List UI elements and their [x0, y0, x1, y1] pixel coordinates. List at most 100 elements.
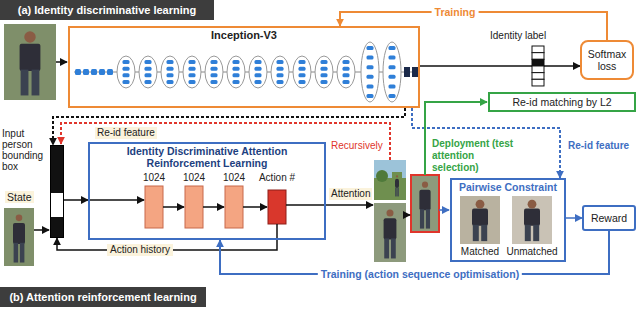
- node-text: Inception-V3: [211, 29, 277, 42]
- conv-unit: [233, 60, 240, 64]
- person-leg: [481, 225, 487, 241]
- conv-unit: [389, 65, 396, 69]
- conv-unit: [211, 73, 218, 77]
- person-torso: [524, 208, 540, 225]
- person-torso: [384, 218, 397, 239]
- conv-unit: [75, 69, 81, 75]
- layer-arrow: [243, 206, 267, 208]
- conv-unit: [211, 80, 218, 84]
- conv-unit: [367, 65, 374, 69]
- person-leg: [21, 70, 29, 96]
- person-head: [386, 210, 393, 217]
- inception-module: [293, 56, 311, 88]
- panel-header: (a) Identity discriminative learning: [0, 0, 214, 20]
- person-torso: [13, 223, 25, 244]
- inception-module: [315, 56, 333, 88]
- inception-module: [271, 56, 289, 88]
- state-arrow: [64, 199, 88, 201]
- conv-unit: [255, 60, 262, 64]
- feature-arrow: [420, 65, 580, 67]
- conv-unit: [167, 80, 174, 84]
- label-vector-cell: [532, 46, 544, 53]
- panel-header: (b) Attention reinforcement learning: [0, 287, 206, 307]
- attended-photo: [374, 203, 406, 262]
- matching-box: Re-id matching by L2: [488, 92, 636, 112]
- conv-unit: [255, 80, 262, 84]
- annotation: Attention: [329, 188, 372, 200]
- annotation: Deployment (test attention selection): [432, 138, 522, 174]
- inception-module: [227, 56, 245, 88]
- inception-module: [249, 56, 267, 88]
- conv-unit: [367, 84, 374, 88]
- person-leg: [14, 243, 19, 263]
- conv-unit: [211, 60, 218, 64]
- input-person-photo: [4, 208, 34, 266]
- edge-label: Training: [432, 6, 479, 19]
- inception-module: [183, 56, 201, 88]
- photo-background: [4, 208, 34, 266]
- input-arrow: [34, 229, 49, 231]
- conv-unit: [321, 67, 328, 71]
- person-torso: [472, 208, 488, 225]
- person-head: [422, 182, 428, 188]
- image-caption: Matched: [461, 246, 499, 258]
- loss-box: Softmax loss: [580, 40, 634, 80]
- person-head: [396, 175, 398, 177]
- conv-unit: [277, 80, 284, 84]
- conv-unit: [145, 60, 152, 64]
- conv-unit: [99, 69, 105, 75]
- edge-label: Action history: [107, 244, 173, 256]
- conv-unit: [123, 60, 130, 64]
- label-vector-cell: [532, 79, 544, 86]
- crop-outline: [411, 175, 439, 232]
- input-person-photo: [4, 24, 56, 100]
- conv-unit: [367, 56, 374, 60]
- edge-label: Re-id feature: [95, 127, 157, 139]
- person-leg: [426, 209, 430, 228]
- crop-to-pair-arrow: [439, 209, 449, 211]
- fc-layer: [185, 186, 203, 228]
- inception-module: [337, 56, 355, 88]
- label-vector-cell: [532, 53, 544, 60]
- inception-modules: [74, 42, 418, 102]
- conv-unit: [299, 73, 306, 77]
- label-vector-cell: [532, 73, 544, 80]
- conv-unit: [167, 67, 174, 71]
- person-head: [16, 215, 23, 222]
- image-caption: Unmatched: [506, 246, 557, 258]
- label-vector-cell: [532, 59, 544, 66]
- conv-unit: [299, 67, 306, 71]
- annotation: Input person bounding box: [2, 128, 48, 172]
- photo-background: [411, 175, 439, 232]
- layer-arrow: [203, 206, 224, 208]
- person-leg: [420, 209, 424, 228]
- photo-background: [460, 196, 500, 244]
- label-vector-cell: [532, 66, 544, 73]
- conv-unit: [343, 73, 350, 77]
- person-leg: [384, 238, 389, 258]
- scene-person: [392, 172, 402, 198]
- node-text: State: [5, 191, 34, 203]
- input-arrow: [56, 61, 67, 63]
- fc-layer: [225, 186, 243, 228]
- conv-unit: [233, 80, 240, 84]
- person-head: [24, 31, 35, 42]
- conv-unit: [189, 67, 196, 71]
- inception-module: [161, 56, 179, 88]
- person-leg: [473, 225, 479, 241]
- conv-unit: [343, 60, 350, 64]
- conv-unit: [389, 84, 396, 88]
- pooling-block: [412, 67, 418, 77]
- conv-unit: [321, 80, 328, 84]
- layer-size: 1024: [223, 172, 245, 184]
- conv-unit: [277, 60, 284, 64]
- conv-unit: [343, 80, 350, 84]
- reid-feature-arrow: [412, 108, 560, 178]
- crop-arrow: [406, 214, 410, 216]
- conv-unit: [189, 73, 196, 77]
- conv-unit: [367, 75, 374, 79]
- reward-box: Reward: [582, 205, 636, 231]
- annotation: Recursively: [331, 140, 383, 152]
- conv-unit: [107, 69, 113, 75]
